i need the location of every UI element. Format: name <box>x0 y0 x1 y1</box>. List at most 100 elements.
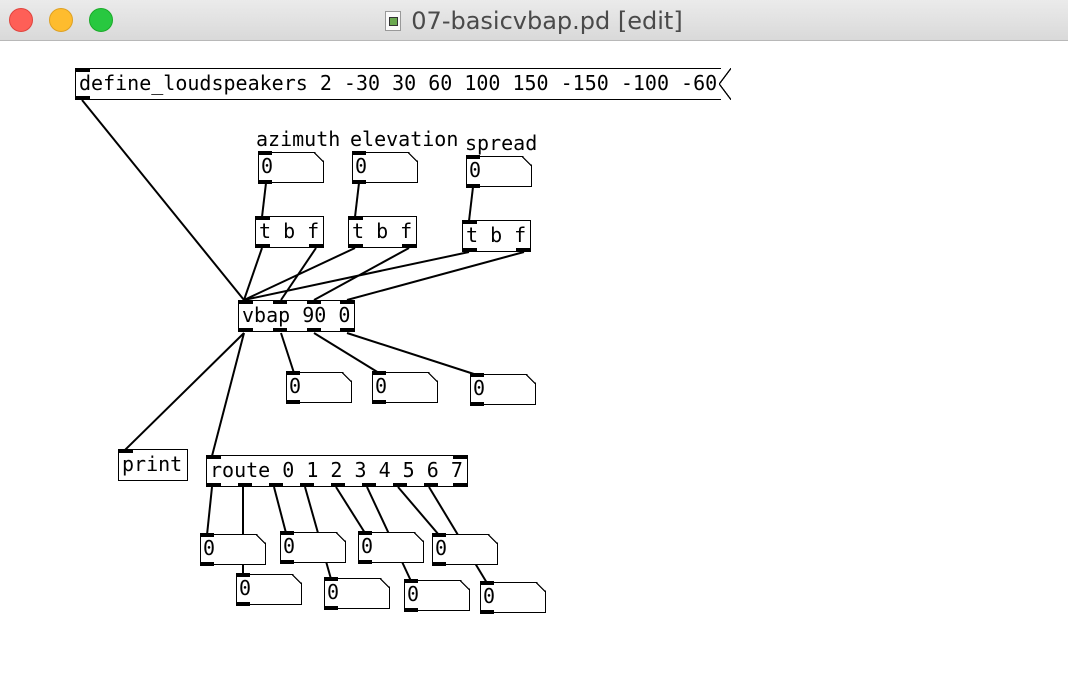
outlet[interactable] <box>307 328 321 332</box>
close-button[interactable] <box>9 8 33 32</box>
outlet[interactable] <box>300 483 314 487</box>
outlet[interactable] <box>280 560 294 564</box>
outlet[interactable] <box>238 483 252 487</box>
patch-cord <box>81 99 245 301</box>
outlet[interactable] <box>402 244 416 248</box>
inlet[interactable] <box>349 216 363 220</box>
patch-cord <box>280 247 317 301</box>
outlet[interactable] <box>340 328 354 332</box>
patch-cord <box>243 247 356 301</box>
patch-cord <box>354 182 360 218</box>
outlet[interactable] <box>453 483 467 487</box>
spread-label: spread <box>465 131 538 155</box>
outlet[interactable] <box>269 483 283 487</box>
outlet[interactable] <box>273 328 287 332</box>
outlet[interactable] <box>480 610 494 614</box>
outlet[interactable] <box>256 244 270 248</box>
trigger-object-azimuth[interactable]: t b f <box>255 216 324 248</box>
inlet[interactable] <box>119 449 133 453</box>
inlet[interactable] <box>258 151 272 155</box>
zoom-button[interactable] <box>89 8 113 32</box>
outlet[interactable] <box>424 483 438 487</box>
inlet[interactable] <box>352 151 366 155</box>
print-object[interactable]: print <box>118 449 188 481</box>
inlet[interactable] <box>340 300 354 304</box>
inlet[interactable] <box>239 300 253 304</box>
outlet[interactable] <box>258 180 272 184</box>
outlet[interactable] <box>393 483 407 487</box>
patch-cord <box>346 251 525 301</box>
route-output-number-5[interactable]: 0 <box>404 579 470 612</box>
outlet[interactable] <box>286 400 300 404</box>
inlet[interactable] <box>207 455 221 459</box>
outlet[interactable] <box>200 562 214 566</box>
patch-cord <box>206 486 213 536</box>
outlet[interactable] <box>76 96 90 100</box>
spread-number-box[interactable]: 0 <box>466 155 532 188</box>
outlet[interactable] <box>236 602 250 606</box>
outlet[interactable] <box>516 248 530 252</box>
patch-cord <box>243 251 470 301</box>
outlet[interactable] <box>349 244 363 248</box>
inlet[interactable] <box>76 68 90 72</box>
inlet[interactable] <box>324 577 338 581</box>
inlet[interactable] <box>286 371 300 375</box>
patch-cord <box>313 247 410 301</box>
inlet[interactable] <box>404 579 418 583</box>
patch-canvas[interactable]: define_loudspeakers 2 -30 30 60 100 150 … <box>0 41 1068 674</box>
inlet[interactable] <box>273 300 287 304</box>
inlet[interactable] <box>432 533 446 537</box>
inlet[interactable] <box>453 455 467 459</box>
inlet[interactable] <box>256 216 270 220</box>
minimize-button[interactable] <box>49 8 73 32</box>
inlet[interactable] <box>280 531 294 535</box>
outlet[interactable] <box>331 483 345 487</box>
trigger-object-elevation[interactable]: t b f <box>348 216 417 248</box>
vbap-object[interactable]: vbap 90 0 <box>238 300 355 332</box>
outlet[interactable] <box>362 483 376 487</box>
inlet[interactable] <box>372 371 386 375</box>
outlet[interactable] <box>358 560 372 564</box>
outlet[interactable] <box>466 184 480 188</box>
title-bar[interactable]: 07-basicvbap.pd [edit] <box>0 0 1068 41</box>
inlet[interactable] <box>307 300 321 304</box>
vbap-output-number-1[interactable]: 0 <box>286 371 352 404</box>
route-output-number-2[interactable]: 0 <box>280 531 346 564</box>
inlet[interactable] <box>200 533 214 537</box>
trigger-object-spread[interactable]: t b f <box>462 220 531 252</box>
outlet[interactable] <box>309 244 323 248</box>
inlet[interactable] <box>236 573 250 577</box>
inlet[interactable] <box>470 373 484 377</box>
outlet[interactable] <box>207 483 221 487</box>
patch-cord <box>261 182 267 218</box>
vbap-output-number-2[interactable]: 0 <box>372 371 438 404</box>
patch-cord <box>313 332 380 374</box>
route-output-number-0[interactable]: 0 <box>200 533 266 566</box>
route-output-number-6[interactable]: 0 <box>432 533 498 566</box>
patch-cord <box>335 486 366 534</box>
outlet[interactable] <box>463 248 477 252</box>
outlet[interactable] <box>324 606 338 610</box>
inlet[interactable] <box>358 531 372 535</box>
route-output-number-4[interactable]: 0 <box>358 531 424 564</box>
outlet[interactable] <box>432 562 446 566</box>
define-loudspeakers-message[interactable]: define_loudspeakers 2 -30 30 60 100 150 … <box>75 68 731 100</box>
patch-cord <box>211 332 245 457</box>
route-object[interactable]: route 0 1 2 3 4 5 6 7 <box>206 455 468 487</box>
route-output-number-3[interactable]: 0 <box>324 577 390 610</box>
outlet[interactable] <box>239 328 253 332</box>
outlet[interactable] <box>404 608 418 612</box>
vbap-output-number-3[interactable]: 0 <box>470 373 536 406</box>
inlet[interactable] <box>466 155 480 159</box>
azimuth-number-box[interactable]: 0 <box>258 151 324 184</box>
outlet[interactable] <box>372 400 386 404</box>
route-output-number-7[interactable]: 0 <box>480 581 546 614</box>
elevation-number-box[interactable]: 0 <box>352 151 418 184</box>
inlet[interactable] <box>463 220 477 224</box>
azimuth-label: azimuth <box>256 127 341 151</box>
outlet[interactable] <box>352 180 366 184</box>
outlet[interactable] <box>470 402 484 406</box>
route-output-number-1[interactable]: 0 <box>236 573 302 606</box>
inlet[interactable] <box>480 581 494 585</box>
